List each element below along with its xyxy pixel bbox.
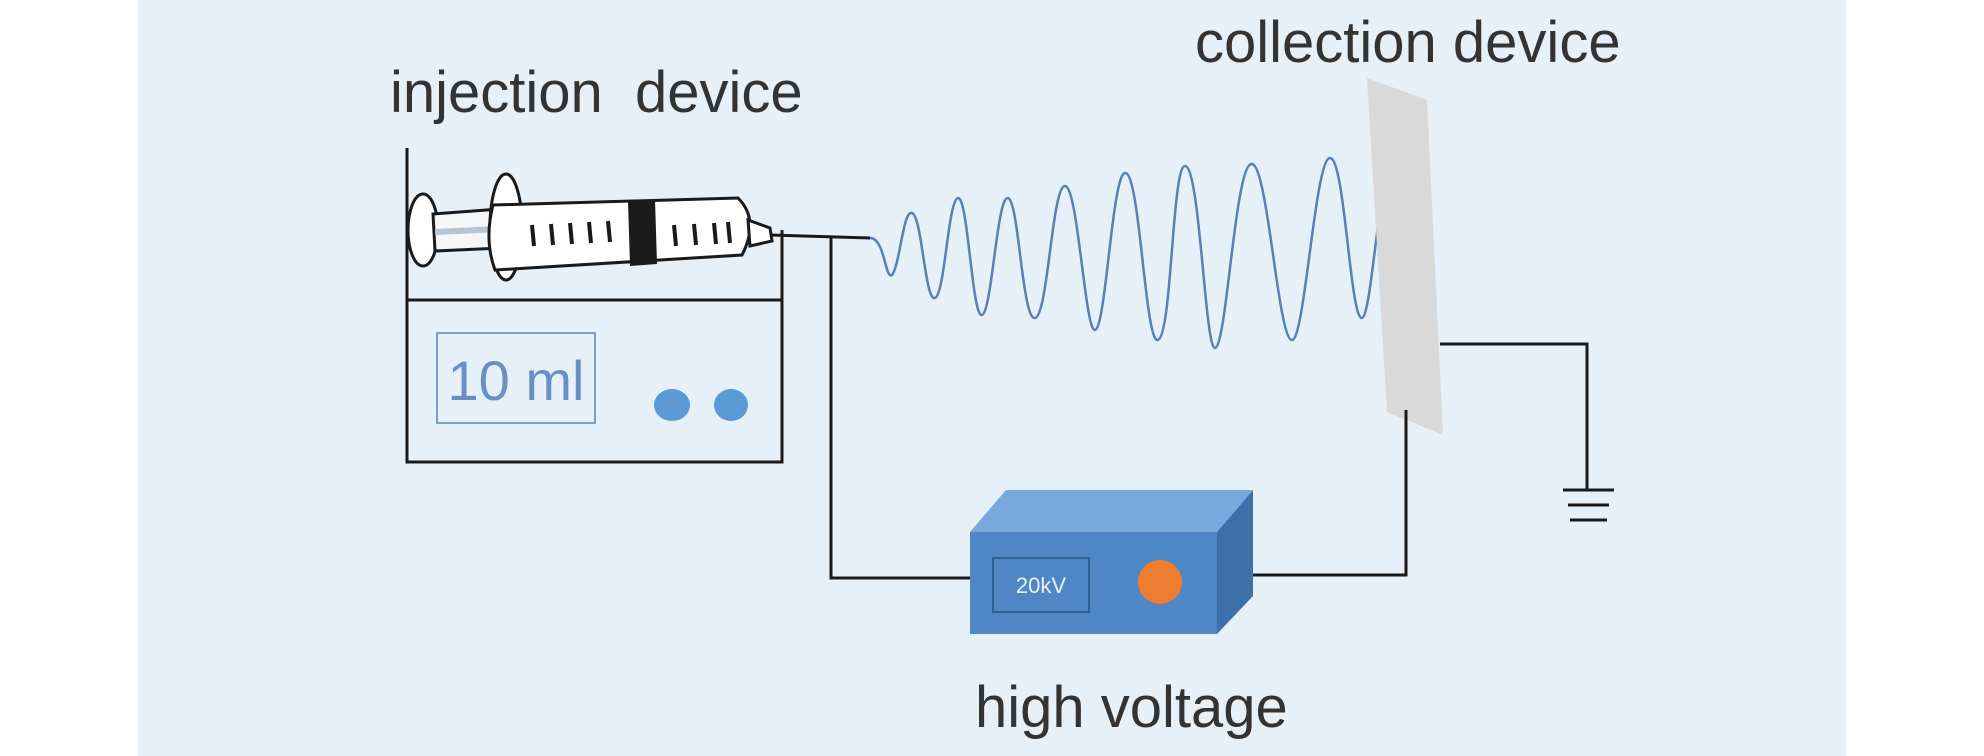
pump-button-left xyxy=(654,389,690,421)
circuit-wires xyxy=(829,238,1589,580)
polymer-jet xyxy=(869,156,1414,350)
ground-symbol-icon xyxy=(1563,488,1614,522)
injection-device-label: injection device xyxy=(390,60,803,125)
injection-device: 10 ml xyxy=(405,148,784,464)
hv-knob xyxy=(1138,560,1182,604)
pump-display-value: 10 ml xyxy=(448,349,585,412)
pump-display xyxy=(436,332,596,424)
syringe-barrel xyxy=(487,196,752,272)
high-voltage-label: high voltage xyxy=(975,675,1288,740)
wire-hv-to-collector xyxy=(1252,410,1408,577)
hv-box-side xyxy=(1217,490,1253,634)
high-voltage-supply: 20kV xyxy=(970,490,1253,634)
syringe-needle xyxy=(769,233,871,240)
wire-collector-to-ground xyxy=(1440,342,1589,490)
syringe-tip xyxy=(746,217,774,248)
collection-device-label: collection device xyxy=(1195,10,1621,75)
collector-plate xyxy=(1367,78,1443,435)
plunger-seal xyxy=(628,200,657,266)
graduation-marks xyxy=(530,220,732,247)
syringe-icon xyxy=(406,172,871,282)
wire-needle-to-hv xyxy=(829,238,972,580)
pump-frame xyxy=(405,148,784,464)
pump-button-right xyxy=(714,389,748,421)
hv-display-value: 20kV xyxy=(1016,573,1066,598)
hv-display xyxy=(992,557,1090,613)
hv-box-top xyxy=(970,490,1253,532)
